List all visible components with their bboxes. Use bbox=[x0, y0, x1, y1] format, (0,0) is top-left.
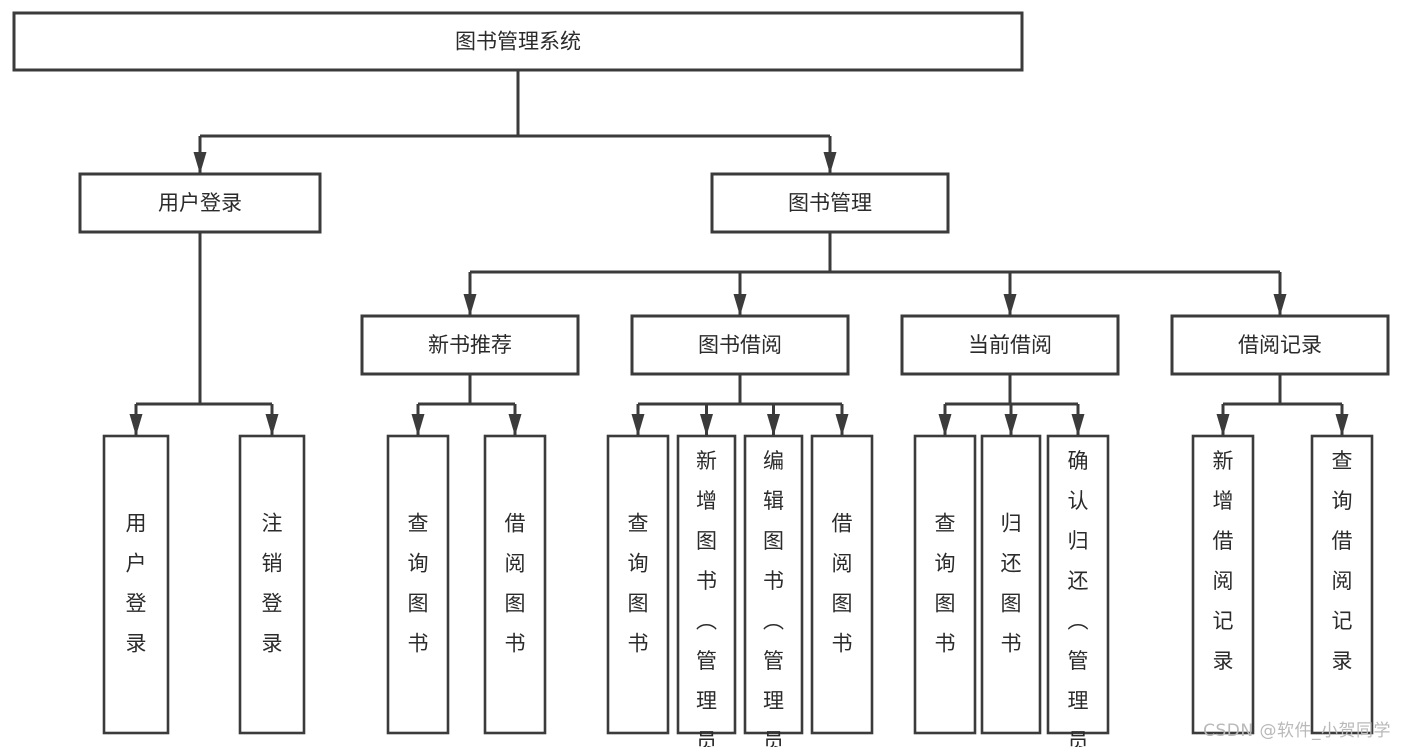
leaf-leaf-borrow-book-2-label: 借阅图书 bbox=[832, 512, 853, 656]
root-root-label: 图书管理系统 bbox=[455, 30, 581, 54]
leaf-leaf-edit-book-box[interactable] bbox=[743, 434, 804, 735]
node-book-manage-label: 图书管理 bbox=[788, 191, 872, 215]
arrow-head-icon bbox=[835, 414, 849, 436]
node-book-borrow-box[interactable] bbox=[630, 314, 850, 376]
leaf-leaf-edit-book-label: 编辑图书︵管理员︶ bbox=[763, 449, 784, 747]
leaf-leaf-add-book-box[interactable] bbox=[676, 434, 737, 735]
root-root-box[interactable] bbox=[12, 11, 1024, 72]
leaf-leaf-add-book-label: 新增图书︵管理员︶ bbox=[696, 449, 717, 747]
leaf-leaf-query-book-3-box[interactable] bbox=[913, 434, 977, 735]
arrow-head-icon bbox=[938, 414, 952, 436]
arrow-head-icon bbox=[508, 414, 522, 436]
arrow-head-icon bbox=[823, 152, 837, 174]
leaf-leaf-user-login-label: 用户登录 bbox=[126, 512, 147, 656]
leaf-leaf-query-book-1-box[interactable] bbox=[386, 434, 450, 735]
node-book-manage-box[interactable] bbox=[710, 172, 950, 234]
arrow-head-icon bbox=[193, 152, 207, 174]
arrow-head-icon bbox=[767, 414, 780, 436]
leaf-leaf-query-book-2-box[interactable] bbox=[606, 434, 670, 735]
leaf-leaf-query-book-1-label: 查询图书 bbox=[408, 512, 429, 656]
arrow-head-icon bbox=[129, 414, 143, 436]
leaf-leaf-query-record-box[interactable] bbox=[1310, 434, 1374, 735]
leaf-leaf-query-book-3-label: 查询图书 bbox=[935, 512, 956, 656]
arrow-head-icon bbox=[1071, 414, 1085, 436]
node-new-book-recommend-box[interactable] bbox=[360, 314, 580, 376]
leaf-leaf-borrow-book-2-box[interactable] bbox=[810, 434, 874, 735]
leaf-leaf-confirm-return-box[interactable] bbox=[1046, 434, 1110, 735]
leaf-leaf-user-login-box[interactable] bbox=[102, 434, 170, 735]
arrow-head-icon bbox=[733, 294, 747, 316]
leaf-leaf-add-record-box[interactable] bbox=[1191, 434, 1255, 735]
node-borrow-record-label: 借阅记录 bbox=[1238, 333, 1322, 357]
arrow-head-icon bbox=[1003, 294, 1017, 316]
arrow-head-icon bbox=[700, 414, 713, 436]
leaf-leaf-return-book-box[interactable] bbox=[980, 434, 1042, 735]
node-user-login-box[interactable] bbox=[78, 172, 322, 234]
arrow-head-icon bbox=[265, 414, 279, 436]
node-layer: 图书管理系统用户登录图书管理新书推荐图书借阅当前借阅借阅记录用户登录注销登录查询… bbox=[12, 11, 1390, 747]
arrow-head-icon bbox=[1216, 414, 1230, 436]
leaf-leaf-borrow-book-1-label: 借阅图书 bbox=[505, 512, 526, 656]
node-new-book-recommend-label: 新书推荐 bbox=[428, 333, 512, 357]
node-user-login-label: 用户登录 bbox=[158, 191, 242, 215]
node-current-borrow-box[interactable] bbox=[900, 314, 1120, 376]
leaf-leaf-confirm-return-label: 确认归还︵管理员︶ bbox=[1068, 449, 1089, 747]
arrow-head-icon bbox=[411, 414, 425, 436]
node-current-borrow-label: 当前借阅 bbox=[968, 333, 1052, 357]
arrow-head-icon bbox=[463, 294, 477, 316]
leaf-leaf-add-record-label: 新增借阅记录 bbox=[1213, 449, 1234, 673]
node-borrow-record-box[interactable] bbox=[1170, 314, 1390, 376]
arrow-head-icon bbox=[631, 414, 645, 436]
leaf-leaf-return-book-label: 归还图书 bbox=[1001, 512, 1022, 656]
leaf-leaf-logout-label: 注销登录 bbox=[262, 512, 283, 656]
arrow-head-icon bbox=[1273, 294, 1287, 316]
arrow-head-icon bbox=[1335, 414, 1349, 436]
watermark-label: CSDN @软件_小贺同学 bbox=[1203, 721, 1391, 741]
leaf-leaf-borrow-book-1-box[interactable] bbox=[483, 434, 547, 735]
leaf-leaf-logout-box[interactable] bbox=[238, 434, 306, 735]
leaf-leaf-query-record-label: 查询借阅记录 bbox=[1332, 449, 1353, 673]
node-book-borrow-label: 图书借阅 bbox=[698, 333, 782, 357]
arrow-head-icon bbox=[1004, 414, 1018, 436]
leaf-leaf-query-book-2-label: 查询图书 bbox=[628, 512, 649, 656]
connector-layer bbox=[129, 70, 1349, 436]
